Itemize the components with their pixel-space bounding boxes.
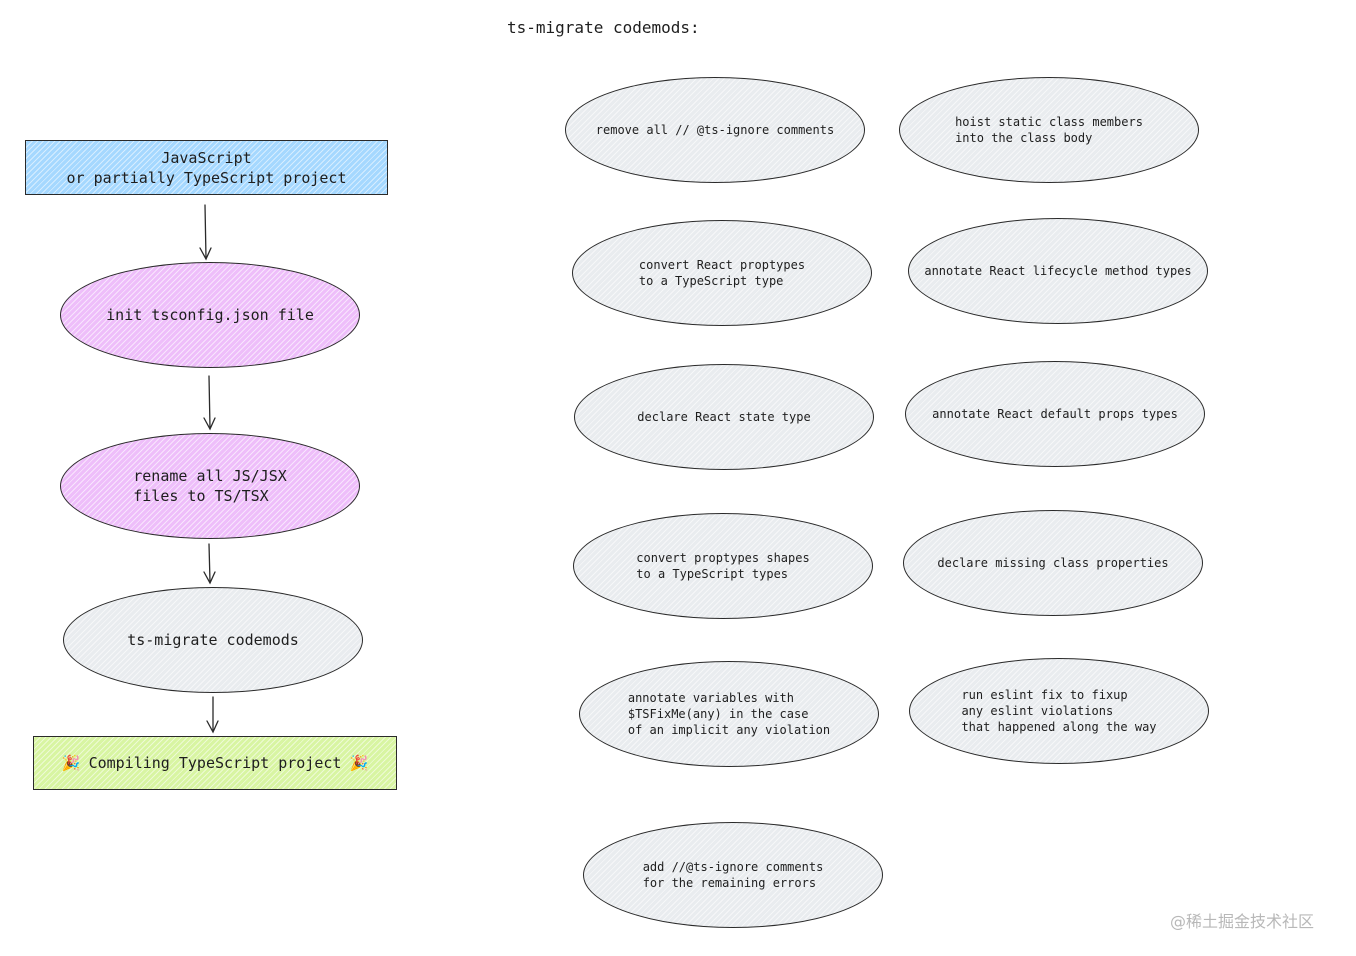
- codemod-annotate-tsfixme: annotate variables with $TSFixMe(any) in…: [579, 661, 879, 767]
- watermark: @稀土掘金技术社区: [1170, 912, 1315, 931]
- codemod-convert-proptypes-shapes: convert proptypes shapes to a TypeScript…: [573, 513, 873, 619]
- step-rename-files-label: rename all JS/JSX files to TS/TSX: [133, 467, 287, 505]
- codemod-label: convert proptypes shapes to a TypeScript…: [636, 551, 810, 581]
- codemod-label: declare missing class properties: [937, 556, 1169, 570]
- codemod-hoist-static-members: hoist static class members into the clas…: [899, 77, 1199, 183]
- codemod-label: hoist static class members into the clas…: [955, 115, 1143, 145]
- codemod-label: add //@ts-ignore comments for the remain…: [642, 860, 824, 890]
- start-node-javascript-project: JavaScript or partially TypeScript proje…: [25, 140, 388, 195]
- arrow-start-to-init: [204, 204, 207, 259]
- arrow-head: [199, 247, 212, 261]
- step-init-tsconfig: init tsconfig.json file: [60, 262, 360, 368]
- step-rename-files: rename all JS/JSX files to TS/TSX: [60, 433, 360, 539]
- end-node-compiling-typescript: 🎉 Compiling TypeScript project 🎉: [33, 736, 397, 790]
- codemod-run-eslint-fix: run eslint fix to fixup any eslint viola…: [909, 658, 1209, 764]
- codemod-label: run eslint fix to fixup any eslint viola…: [961, 688, 1157, 734]
- end-node-label: Compiling TypeScript project: [88, 754, 342, 772]
- codemod-label: annotate React default props types: [932, 407, 1178, 421]
- codemod-label: annotate React lifecycle method types: [924, 264, 1192, 278]
- arrow-rename-to-codemods: [208, 543, 211, 583]
- codemod-label: convert React proptypes to a TypeScript …: [638, 258, 806, 288]
- arrow-head: [203, 417, 216, 431]
- arrow-head: [206, 720, 219, 734]
- codemod-label: remove all // @ts-ignore comments: [595, 123, 835, 137]
- party-popper-icon: 🎉: [349, 754, 369, 772]
- codemod-convert-react-proptypes: convert React proptypes to a TypeScript …: [572, 220, 872, 326]
- codemod-annotate-default-props: annotate React default props types: [905, 361, 1205, 467]
- arrow-init-to-rename: [208, 375, 211, 429]
- codemod-remove-ts-ignore: remove all // @ts-ignore comments: [565, 77, 865, 183]
- step-ts-migrate-codemods-label: ts-migrate codemods: [127, 631, 299, 649]
- arrow-head: [203, 571, 216, 585]
- codemod-add-ts-ignore: add //@ts-ignore comments for the remain…: [583, 822, 883, 928]
- step-init-tsconfig-label: init tsconfig.json file: [106, 306, 314, 324]
- party-popper-icon: 🎉: [61, 754, 81, 772]
- codemod-annotate-lifecycle-types: annotate React lifecycle method types: [908, 218, 1208, 324]
- codemod-declare-react-state: declare React state type: [574, 364, 874, 470]
- codemod-declare-missing-properties: declare missing class properties: [903, 510, 1203, 616]
- codemod-label: declare React state type: [637, 410, 811, 424]
- diagram-title: ts-migrate codemods:: [507, 18, 700, 37]
- codemod-label: annotate variables with $TSFixMe(any) in…: [627, 691, 831, 737]
- step-ts-migrate-codemods: ts-migrate codemods: [63, 587, 363, 693]
